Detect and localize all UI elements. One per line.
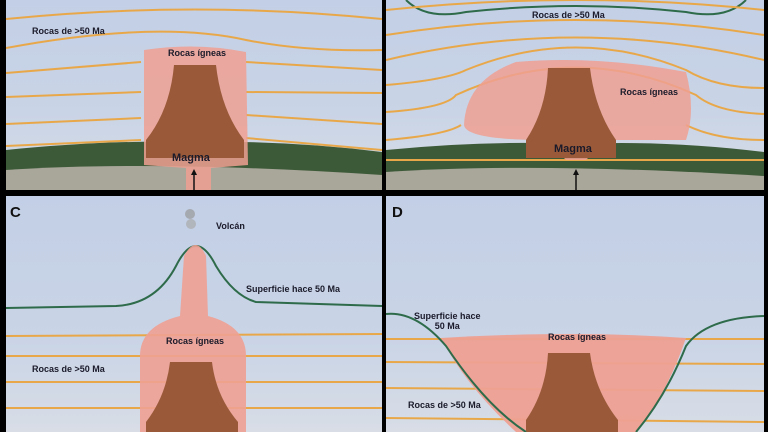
devils-tower [146,362,238,432]
panel-b-illustration [386,0,764,190]
smoke-icon [185,209,195,219]
rock-strata [6,8,382,151]
panel-d-illustration [386,312,764,432]
devils-tower [146,65,244,158]
devils-tower [526,353,618,432]
rocks-old-label: Rocas de >50 Ma [32,364,105,374]
surface-label: Superficie hace 50 Ma [246,284,341,294]
smoke-icon [186,219,196,229]
panel-letter: C [10,204,21,221]
devils-tower [526,68,616,158]
ground [386,167,764,190]
magma-label: Magma [172,152,210,164]
panel-a: Rocas de >50 Ma Rocas ígneas Magma [6,0,382,190]
volcano-label: Volcán [216,221,245,231]
rocks-old-label: Rocas de >50 Ma [532,10,605,20]
panel-letter: D [392,204,403,221]
rocks-old-label: Rocas de >50 Ma [32,26,105,36]
surface-line [405,0,747,16]
surface-line [386,312,764,432]
igneous-label: Rocas ígneas [166,336,225,346]
arrow-head-icon [191,169,197,175]
surface-label: Superficie hace 50 Ma [414,311,481,331]
magma-label: Magma [554,143,592,155]
panel-b: Rocas de >50 Ma Rocas ígneas Magma [386,0,764,190]
panel-a-illustration [6,8,382,190]
panel-c: C Volcán Superficie hace 50 Ma Rocas ígn… [6,196,382,432]
panel-d: D Superficie hace 50 Ma Rocas ígneas Roc… [386,196,764,432]
panel-c-illustration [6,209,382,432]
rocks-old-label: Rocas de >50 Ma [408,400,481,410]
igneous-label: Rocas ígneas [548,332,607,342]
igneous-label: Rocas ígneas [620,87,679,97]
igneous-label: Rocas ígneas [168,48,227,58]
arrow-head-icon [573,169,579,175]
